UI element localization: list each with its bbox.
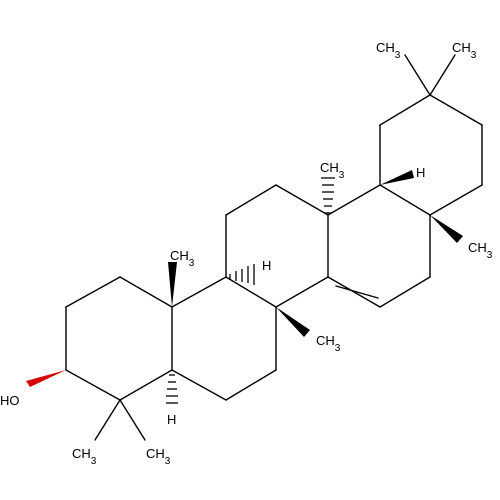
bond bbox=[225, 369, 277, 401]
bond bbox=[429, 94, 483, 126]
bond bbox=[171, 276, 227, 308]
bond bbox=[65, 369, 121, 401]
bond bbox=[429, 184, 483, 216]
methyl-label-gem-left: CH3 bbox=[72, 446, 97, 467]
hydroxyl-label: HO bbox=[0, 393, 20, 408]
bond bbox=[327, 184, 381, 216]
bond bbox=[119, 399, 146, 441]
methyl-label-c20-left: CH3 bbox=[376, 40, 401, 61]
bond bbox=[119, 276, 173, 308]
bond bbox=[379, 276, 431, 308]
bond bbox=[404, 54, 431, 96]
hashed-bond bbox=[166, 374, 178, 404]
hashed-bond bbox=[321, 177, 335, 214]
wedge-bond bbox=[168, 262, 177, 307]
bond-skeleton bbox=[65, 54, 483, 441]
bond bbox=[94, 399, 121, 441]
bond bbox=[225, 184, 277, 216]
bond bbox=[379, 184, 431, 216]
hydrogen-label-c9: H bbox=[262, 258, 271, 273]
methyl-label-c8: CH3 bbox=[316, 333, 341, 354]
double-bond-inner bbox=[335, 285, 379, 299]
wedge-bond-oxygen bbox=[26, 370, 66, 387]
hashed-bond bbox=[229, 264, 255, 285]
bond bbox=[119, 369, 173, 401]
wedge-bond bbox=[276, 307, 310, 337]
bond bbox=[327, 276, 381, 308]
bond bbox=[379, 94, 431, 126]
hydrogen-label-c18: H bbox=[416, 165, 425, 180]
bond bbox=[65, 276, 121, 308]
methyl-label-c20-right: CH3 bbox=[452, 40, 477, 61]
hydrogen-label-c5: H bbox=[167, 412, 176, 427]
wedge-bond bbox=[380, 170, 414, 185]
methyl-label-gem-right: CH3 bbox=[146, 446, 171, 467]
atom-labels: HO H H H CH3 CH3 CH3 CH3 CH3 CH3 CH3 CH3 bbox=[0, 40, 493, 467]
bond bbox=[275, 276, 329, 308]
bond bbox=[275, 184, 329, 216]
bond bbox=[225, 276, 277, 308]
bond bbox=[429, 54, 456, 96]
stereo-bonds bbox=[26, 170, 463, 404]
bond bbox=[171, 369, 227, 401]
methyl-label-c17: CH3 bbox=[468, 240, 493, 261]
wedge-bond bbox=[430, 215, 463, 243]
